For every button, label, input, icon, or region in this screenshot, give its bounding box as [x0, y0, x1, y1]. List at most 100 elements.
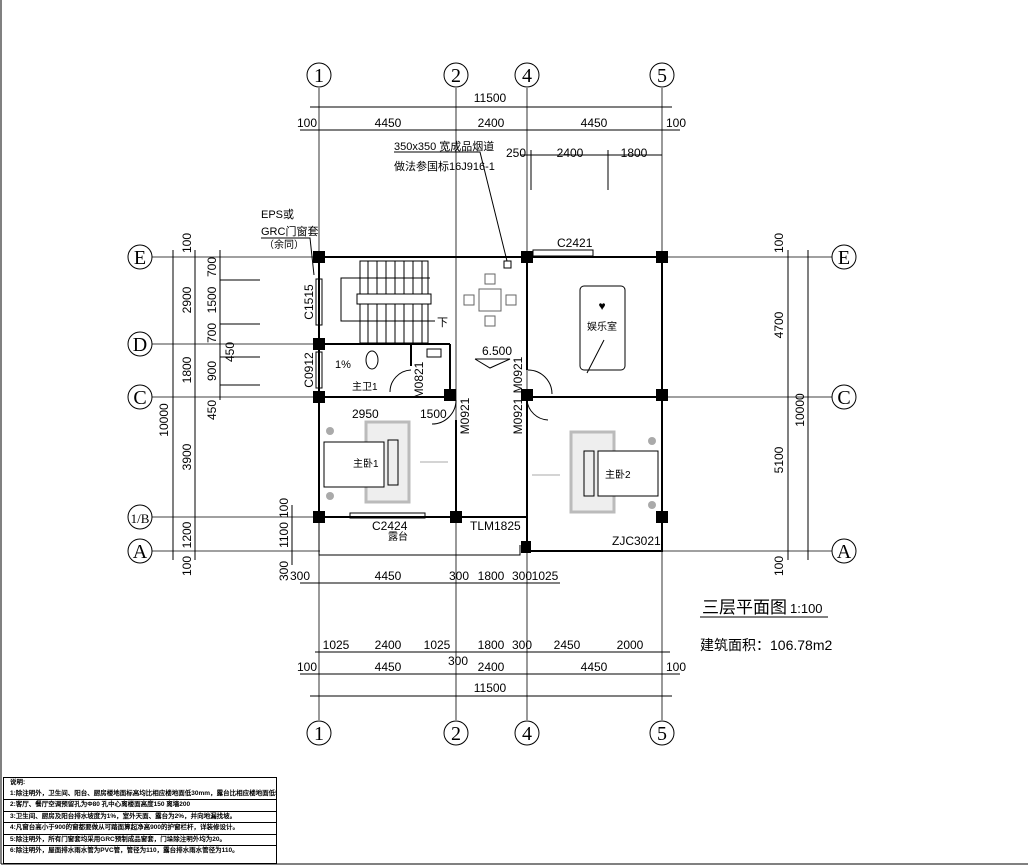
drawing-label: 1025 [323, 638, 350, 652]
door-swing [526, 399, 549, 421]
drawing-label: 300 [512, 638, 532, 652]
drawing-label: 4450 [581, 116, 608, 130]
drawing-label: 1200 [180, 521, 194, 548]
drawing-label: M0921 [458, 397, 472, 434]
drawing-label: M0821 [412, 361, 426, 398]
drawing-label: 4450 [581, 660, 608, 674]
flue-duct [503, 260, 512, 269]
note-item: 3:卫生间、厨房及阳台排水坡度为1%，室外天面、露台为2%，并向地漏找坡。 [4, 812, 276, 823]
axis-label: 4 [522, 65, 532, 87]
drawing-label: M0921 [511, 397, 525, 434]
drawing-label: 250 [506, 146, 526, 160]
drawing-label: 娱乐室 [587, 320, 617, 333]
drawing-label: 300 [277, 561, 291, 581]
drawing-label: 4700 [772, 311, 786, 338]
drawing-label: 100 [277, 498, 291, 518]
axis-label: A [133, 541, 148, 563]
axis-label: 1/B [131, 511, 150, 526]
trim-note: （余同） [264, 238, 304, 251]
area-text: 建筑面积：106.78m2 [700, 637, 832, 653]
drawing-label: C2424 [372, 519, 408, 533]
drawing-label: 主卧2 [605, 468, 631, 481]
drawing-label: 11500 [474, 681, 507, 695]
drawing-label: 主卧1 [353, 457, 379, 470]
drawing-label: 10000 [793, 393, 807, 427]
drawing-label: 300 [512, 569, 532, 583]
drawing-label: 1500 [205, 286, 219, 313]
drawing-label: 1500 [420, 407, 447, 421]
drawing-label: 1100 [277, 522, 291, 548]
elevation-mark: 6.500 [482, 344, 512, 358]
axis-label: A [837, 541, 852, 563]
drawing-label: 2000 [617, 638, 644, 652]
drawing-label: M0921 [511, 356, 525, 393]
axis-bubbles-left: E D C 1/B A [127, 244, 153, 564]
drawing-label: 100 [772, 233, 786, 253]
drawing-label: 4450 [375, 116, 402, 130]
drawing-label: 300 [290, 569, 310, 583]
drawing-label: 1800 [478, 569, 505, 583]
drawing-label: 3900 [180, 443, 194, 470]
drawing-label: 2900 [180, 286, 194, 313]
axis-label: E [838, 247, 850, 269]
axis-bubbles-right: E C A [831, 244, 857, 564]
axis-label: E [134, 247, 146, 269]
drawing-label: 100 [297, 660, 317, 674]
drawing-label: 100 [772, 556, 786, 576]
drawing-label: 2400 [557, 146, 584, 160]
dining-table [463, 273, 517, 327]
drawing-label: 100 [666, 660, 686, 674]
flue-note: 350x350 宽成品烟道 [394, 139, 494, 153]
walls [313, 251, 668, 556]
drawing-label: ♥ [598, 299, 605, 313]
drawing-label: 2400 [478, 116, 505, 130]
axis-label: 1 [314, 723, 324, 745]
left-dimensions: 10000 100 2900 1800 3900 1200 100 700 15… [157, 233, 293, 581]
axis-grid [152, 88, 832, 720]
drawing-label: 1800 [621, 146, 648, 160]
flue-leader [394, 151, 508, 262]
note-item: 5:除注明外，所有门窗套均采用GRC预制成品窗套，门垛除注明外均为20。 [4, 835, 276, 846]
drawing-label: TLM1825 [470, 519, 521, 533]
recreation-room: ♥ 娱乐室 [579, 285, 626, 374]
axis-label: 2 [451, 723, 461, 745]
door-swing [527, 369, 553, 395]
title-text: 三层平面图 [702, 598, 787, 617]
note-item: 2:客厅、餐厅空调预留孔为Φ80 孔中心离楼面高度150 离墙200 [4, 800, 276, 812]
staircase: 下 [340, 260, 448, 344]
axis-label: 5 [657, 723, 667, 745]
drawing-label: 100 [180, 556, 194, 576]
dim-label: 11500 [474, 91, 507, 105]
axis-label: 2 [451, 65, 461, 87]
drawing-label: 900 [205, 361, 219, 381]
openings: C1515 C0912 M0821 M0921 M0921 M0921 C242… [302, 236, 661, 548]
drawing-label: 主卫1 [352, 381, 378, 393]
drawing-label: 1% [335, 359, 351, 371]
scale-text: 1:100 [790, 601, 823, 616]
drawing-label: 1025 [424, 638, 451, 652]
axis-label: 1 [314, 65, 324, 87]
notes-table: 说明: 1:除注明外，卫生间、阳台、厨房楼地面标高均比相应楼地面低30mm，露台… [3, 777, 277, 864]
stair-direction-label: 下 [437, 317, 448, 329]
drawing-label: 450 [205, 400, 219, 420]
note-item: 6:除注明外，屋面排水雨水管为PVC管，管径为110，露台排水雨水管径为110。 [10, 847, 239, 854]
right-dimensions: 100 4700 5100 100 10000 [772, 233, 809, 576]
trim-leader [261, 237, 315, 276]
note-item: 1:除注明外，卫生间、阳台、厨房楼地面标高均比相应楼地面低30mm，露台比相应楼… [4, 789, 276, 800]
drawing-label: 1800 [180, 356, 194, 383]
drawing-label: 2450 [554, 638, 581, 652]
flue-note: 做法参国标16J916-1 [394, 159, 495, 173]
axis-label: 5 [657, 65, 667, 87]
drawing-label: 100 [666, 116, 686, 130]
drawing-label: 700 [205, 257, 219, 277]
top-dimensions: 11500 100 4450 2400 4450 100 250 2400 18… [297, 91, 686, 190]
drawing-label: C1515 [302, 284, 316, 320]
drawing-label: ZJC3021 [612, 534, 661, 548]
bathroom: 1% 主卫1 [335, 348, 442, 393]
bottom-dimensions: 300 4450 300 1800 300 1025 1025 2400 102… [290, 569, 686, 697]
axis-label: D [133, 334, 147, 356]
drawing-label: 4450 [375, 569, 402, 583]
drawing-label: 4450 [375, 660, 402, 674]
drawing-label: 300 [449, 569, 469, 583]
drawing-label: 100 [180, 233, 194, 253]
